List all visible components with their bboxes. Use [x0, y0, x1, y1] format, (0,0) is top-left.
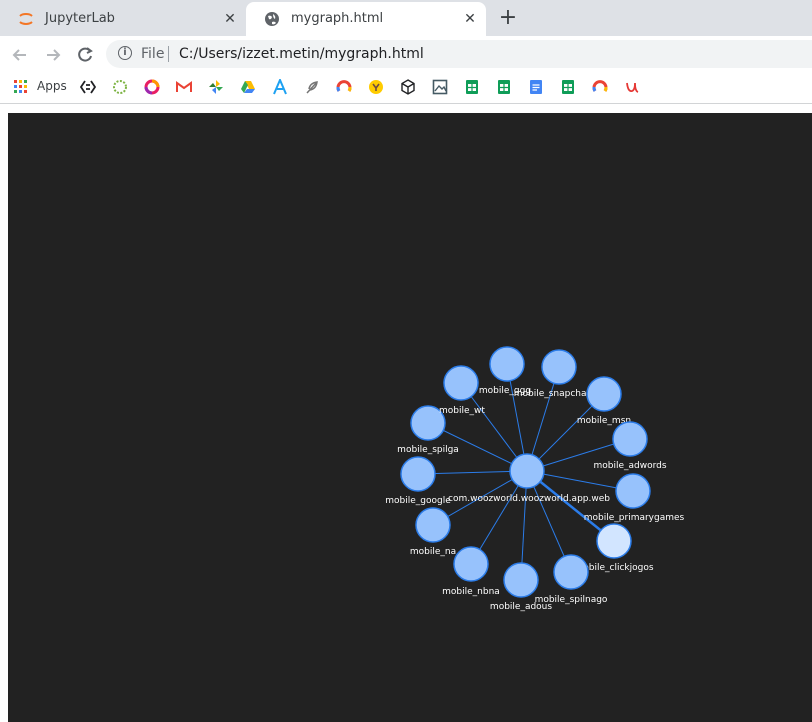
address-bar[interactable]: i File C:/Users/izzet.metin/mygraph.html	[106, 40, 812, 68]
reload-button[interactable]	[75, 45, 95, 65]
arrow-left-icon	[12, 49, 26, 61]
apps-grid-icon[interactable]	[13, 79, 29, 95]
graph-edge[interactable]	[460, 382, 528, 472]
graph-node[interactable]	[410, 405, 446, 441]
file-scheme-label: File	[141, 46, 165, 62]
gmail-icon[interactable]	[176, 79, 192, 95]
graph-node[interactable]	[615, 473, 651, 509]
node-label: mobile_spilga	[397, 445, 459, 455]
graph-edge[interactable]	[506, 363, 528, 472]
graph-node[interactable]	[489, 346, 525, 382]
graph-node[interactable]	[553, 554, 589, 590]
graph-edge[interactable]	[427, 422, 528, 472]
url-text[interactable]: C:/Users/izzet.metin/mygraph.html	[179, 46, 424, 62]
circle-logo-icon[interactable]	[112, 79, 128, 95]
arrow-right-icon	[47, 49, 61, 61]
rainbow-ring-icon[interactable]	[592, 79, 608, 95]
script-u-icon[interactable]	[624, 79, 640, 95]
close-tab-icon[interactable]: ✕	[224, 11, 236, 27]
tab-title: JupyterLab	[45, 11, 115, 26]
node-label: mobile_spilnago	[535, 595, 608, 605]
node-label: mobile_ggg	[479, 386, 531, 396]
docs-icon[interactable]	[528, 79, 544, 95]
back-button[interactable]	[10, 45, 30, 65]
page-content: com.woozworld.woozworld.app.web mobile_gg…	[0, 104, 812, 722]
unity-icon[interactable]	[400, 79, 416, 95]
node-label: mobile_nbna	[442, 587, 500, 597]
tab-jupyterlab[interactable]: JupyterLab ✕	[0, 2, 246, 36]
apps-label[interactable]: Apps	[37, 79, 67, 93]
graph-node[interactable]	[415, 507, 451, 543]
node-label: mobile_primarygames	[584, 513, 685, 523]
graph-node[interactable]	[612, 421, 648, 457]
graph-node[interactable]	[541, 349, 577, 385]
tab-strip: JupyterLab ✕ mygraph.html ✕ +	[0, 0, 812, 36]
graph-edge[interactable]	[526, 470, 615, 542]
feather-icon[interactable]	[304, 79, 320, 95]
node-label: mobile_wt	[439, 406, 485, 416]
graph-node[interactable]	[400, 456, 436, 492]
sheets-icon[interactable]	[464, 79, 480, 95]
tab-mygraph[interactable]: mygraph.html ✕	[246, 2, 486, 36]
node-label: mobile_msn	[577, 416, 631, 426]
graph-node[interactable]	[443, 365, 479, 401]
graph-node-center[interactable]	[509, 453, 545, 489]
graph-node[interactable]	[503, 562, 539, 598]
browser-toolbar: i File C:/Users/izzet.metin/mygraph.html	[0, 36, 812, 72]
yellow-badge-icon[interactable]	[368, 79, 384, 95]
bookmarks-bar: Apps	[0, 72, 812, 104]
graph-node-selected[interactable]	[596, 523, 632, 559]
sheets-icon[interactable]	[560, 79, 576, 95]
forward-button[interactable]	[43, 45, 63, 65]
graph-node[interactable]	[453, 546, 489, 582]
graph-edge[interactable]	[432, 470, 528, 526]
rainbow-ring-icon[interactable]	[336, 79, 352, 95]
image-icon[interactable]	[432, 79, 448, 95]
node-label: mobile_clickjogos	[574, 563, 653, 573]
node-label: mobile_adwords	[593, 461, 666, 471]
info-icon[interactable]: i	[118, 46, 132, 60]
new-tab-button[interactable]: +	[498, 5, 518, 30]
sheets-icon[interactable]	[496, 79, 512, 95]
code-brackets-icon[interactable]	[80, 79, 96, 95]
graph-edge[interactable]	[417, 470, 528, 475]
color-ring-icon[interactable]	[144, 79, 160, 95]
tab-title: mygraph.html	[291, 11, 384, 26]
google-drive-icon[interactable]	[240, 79, 256, 95]
node-label: mobile_adous	[490, 602, 552, 612]
letter-a-icon[interactable]	[272, 79, 288, 95]
pinwheel-icon[interactable]	[208, 79, 224, 95]
divider	[168, 46, 169, 62]
reload-icon	[78, 47, 93, 62]
graph-edge[interactable]	[526, 366, 560, 472]
graph-edge[interactable]	[526, 438, 631, 472]
network-graph[interactable]: com.woozworld.woozworld.app.web mobile_gg…	[8, 113, 812, 722]
globe-icon	[265, 12, 279, 26]
close-tab-icon[interactable]: ✕	[464, 11, 476, 27]
node-label: mobile_snapchat_int	[514, 389, 607, 399]
node-label: mobile_na	[410, 547, 456, 557]
node-label: com.woozworld.woozworld.app.web	[448, 494, 610, 504]
graph-node[interactable]	[586, 376, 622, 412]
graph-edge[interactable]	[526, 470, 572, 573]
graph-edge[interactable]	[526, 470, 634, 492]
jupyter-icon	[19, 13, 33, 25]
graph-canvas[interactable]: com.woozworld.woozworld.app.web mobile_gg…	[8, 113, 812, 722]
graph-edge[interactable]	[470, 470, 528, 565]
node-label: mobile_google	[385, 496, 451, 506]
graph-edge[interactable]	[526, 393, 605, 472]
graph-edge[interactable]	[520, 470, 528, 581]
